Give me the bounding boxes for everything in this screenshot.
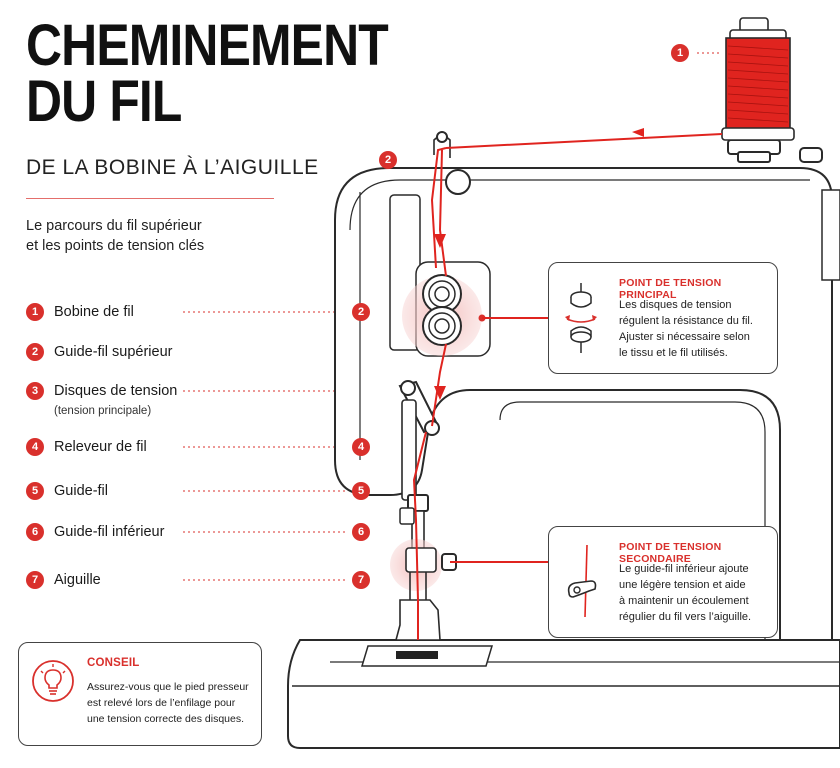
legend-label: Bobine de fil: [54, 304, 134, 320]
legend-item-lower-guide: 6 Guide-fil inférieur: [26, 523, 164, 541]
thread-arrows: [434, 128, 644, 400]
needle-assembly: [390, 380, 457, 641]
page-title: CHEMINEMENT DU FIL: [26, 13, 389, 134]
marker-lower-guide: 6: [352, 523, 370, 541]
card-line: le tissu et le fil utilisés.: [619, 347, 728, 359]
legend-badge: 3: [26, 382, 44, 400]
tip-line: est relevé lors de l’enfilage pour: [87, 697, 236, 709]
main-tension-card: POINT DE TENSION PRINCIPAL Les disques d…: [548, 262, 778, 374]
card-line: à maintenir un écoulement: [619, 595, 749, 607]
tip-line: une tension correcte des disques.: [87, 713, 245, 725]
legend-label: Guide-fil supérieur: [54, 344, 173, 360]
card-line: Le guide-fil inférieur ajoute: [619, 563, 749, 575]
legend-item-needle: 7 Aiguille: [26, 571, 101, 589]
title-divider: [26, 198, 274, 199]
tip-title: CONSEIL: [87, 657, 140, 669]
main-tension-text: Les disques de tension régulent la résis…: [619, 297, 753, 361]
legend-badge: 5: [26, 482, 44, 500]
tip-card: CONSEIL Assurez-vous que le pied presseu…: [18, 642, 262, 746]
legend-label: Guide-fil inférieur: [54, 524, 165, 540]
marker-tension-discs: 2: [352, 303, 370, 321]
legend-badge: 1: [26, 303, 44, 321]
title-line-2: DU FIL: [26, 69, 182, 134]
legend-item-spool: 1 Bobine de fil: [26, 303, 134, 321]
legend-badge: 7: [26, 571, 44, 589]
title-line-1: CHEMINEMENT: [26, 13, 389, 78]
legend-label: Releveur de fil: [54, 439, 147, 455]
lightbulb-icon: [32, 660, 74, 702]
legend-label: Disques de tension: [54, 383, 178, 399]
tension-discs-icon: [565, 283, 597, 353]
card-line: régulent la résistance du fil.: [619, 315, 753, 327]
legend-item-tension-discs: 3 Disques de tension (tension principale): [26, 382, 177, 420]
secondary-tension-text: Le guide-fil inférieur ajoute une légère…: [619, 561, 751, 625]
legend-leader-lines: [183, 52, 722, 581]
legend-item-upper-guide: 2 Guide-fil supérieur: [26, 343, 172, 361]
intro-line-2: et les points de tension clés: [26, 238, 205, 254]
marker-needle: 7: [352, 571, 370, 589]
legend-item-take-up-lever: 4 Releveur de fil: [26, 438, 147, 456]
legend-badge: 4: [26, 438, 44, 456]
needle-plate: [360, 645, 494, 667]
marker-spool: 1: [671, 44, 689, 62]
marker-take-up-lever: 4: [352, 438, 370, 456]
thread-spool: [721, 17, 795, 141]
page-subtitle: DE LA BOBINE À L’AIGUILLE: [26, 156, 319, 179]
legend-badge: 6: [26, 523, 44, 541]
card-line: régulier du fil vers l’aiguille.: [619, 611, 752, 623]
card-line: Les disques de tension: [619, 299, 732, 311]
thread-guide-icon: [567, 544, 597, 618]
main-tension-title: POINT DE TENSION PRINCIPAL: [619, 277, 722, 301]
marker-thread-guide: 5: [352, 482, 370, 500]
intro-text: Le parcours du fil supérieur et les poin…: [26, 216, 286, 256]
secondary-tension-card: POINT DE TENSION SECONDAIRE Le guide-fil…: [548, 526, 778, 638]
legend-item-thread-guide: 5 Guide-fil: [26, 482, 108, 500]
legend-label: Aiguille: [54, 572, 101, 588]
legend-sublabel: (tension principale): [54, 405, 152, 417]
marker-upper-guide: 2: [379, 151, 397, 169]
tip-line: Assurez-vous que le pied presseur: [87, 681, 249, 693]
legend-label: Guide-fil: [54, 483, 108, 499]
intro-line-1: Le parcours du fil supérieur: [26, 218, 202, 234]
card-line: une légère tension et aide: [619, 579, 746, 591]
tip-text: Assurez-vous que le pied presseur est re…: [87, 679, 249, 727]
secondary-tension-title: POINT DE TENSION SECONDAIRE: [619, 541, 722, 565]
card-line: Ajuster si nécessaire selon: [619, 331, 750, 343]
tension-panel: [389, 194, 491, 357]
legend-badge: 2: [26, 343, 44, 361]
